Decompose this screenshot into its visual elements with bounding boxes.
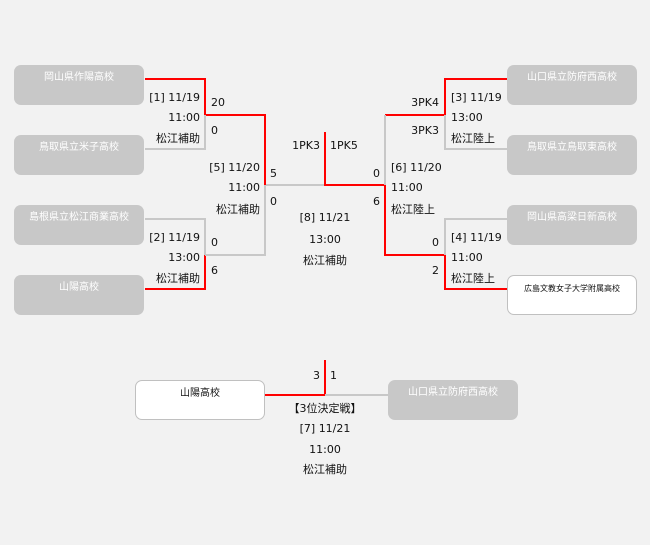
line-m2-win <box>145 255 206 290</box>
match-time: 13:00 <box>168 251 200 264</box>
score: 3 <box>313 369 320 382</box>
team-box[interactable]: 鳥取県立米子高校 <box>14 135 144 175</box>
match-time: 11:00 <box>451 251 483 264</box>
line-m3-lose <box>444 115 507 150</box>
score: 0 <box>270 195 277 208</box>
score: 1PK5 <box>330 139 358 152</box>
score: 0 <box>211 236 218 249</box>
score: 2 <box>432 264 439 277</box>
team-box[interactable]: 島根県立松江商業高校 <box>14 205 144 245</box>
team-box-winner[interactable]: 山陽高校 <box>135 380 265 420</box>
match-label: [6] 11/20 <box>391 161 442 174</box>
team-box[interactable]: 岡山県高梁日新高校 <box>507 205 637 245</box>
match-venue: 松江補助 <box>303 463 347 476</box>
team-box[interactable]: 山口県立防府西高校 <box>388 380 518 420</box>
match-label: [2] 11/19 <box>149 231 200 244</box>
score: 6 <box>373 195 380 208</box>
match-venue: 松江補助 <box>216 203 260 216</box>
score: 5 <box>270 167 277 180</box>
match-venue: 松江補助 <box>156 132 200 145</box>
line-m8-win <box>324 132 507 290</box>
match-time: 11:00 <box>168 111 200 124</box>
line-m1-lose <box>145 115 206 150</box>
match-time: 11:00 <box>391 181 423 194</box>
match-venue: 松江陸上 <box>451 272 495 285</box>
match-label: [3] 11/19 <box>451 91 502 104</box>
line-m3-win <box>385 78 507 116</box>
match-label: [4] 11/19 <box>451 231 502 244</box>
team-box[interactable]: 鳥取県立鳥取東高校 <box>507 135 637 175</box>
score: 0 <box>373 167 380 180</box>
team-box[interactable]: 山口県立防府西高校 <box>507 65 637 105</box>
match-label: [5] 11/20 <box>209 161 260 174</box>
match-label: [1] 11/19 <box>149 91 200 104</box>
score: 0 <box>211 124 218 137</box>
team-box[interactable]: 山陽高校 <box>14 275 144 315</box>
line-m4-lose <box>444 218 507 255</box>
match-label: [7] 11/21 <box>299 422 351 435</box>
match-label: [8] 11/21 <box>299 211 351 224</box>
score: 6 <box>211 264 218 277</box>
match-venue: 松江補助 <box>156 272 200 285</box>
match-time: 13:00 <box>309 233 341 246</box>
third-place-title: 【3位決定戦】 <box>288 402 362 415</box>
score: 3PK3 <box>411 124 439 137</box>
team-box[interactable]: 岡山県作陽高校 <box>14 65 144 105</box>
match-venue: 松江陸上 <box>451 132 495 145</box>
score: 1 <box>330 369 337 382</box>
line-m2-lose <box>145 218 206 255</box>
score: 20 <box>211 96 225 109</box>
match-time: 11:00 <box>228 181 260 194</box>
team-box-winner[interactable]: 広島文教女子大学附属高校 <box>507 275 637 315</box>
score: 0 <box>432 236 439 249</box>
match-venue: 松江補助 <box>303 254 347 267</box>
match-venue: 松江陸上 <box>391 203 435 216</box>
score: 3PK4 <box>411 96 439 109</box>
score: 1PK3 <box>292 139 320 152</box>
match-time: 11:00 <box>309 443 341 456</box>
match-time: 13:00 <box>451 111 483 124</box>
